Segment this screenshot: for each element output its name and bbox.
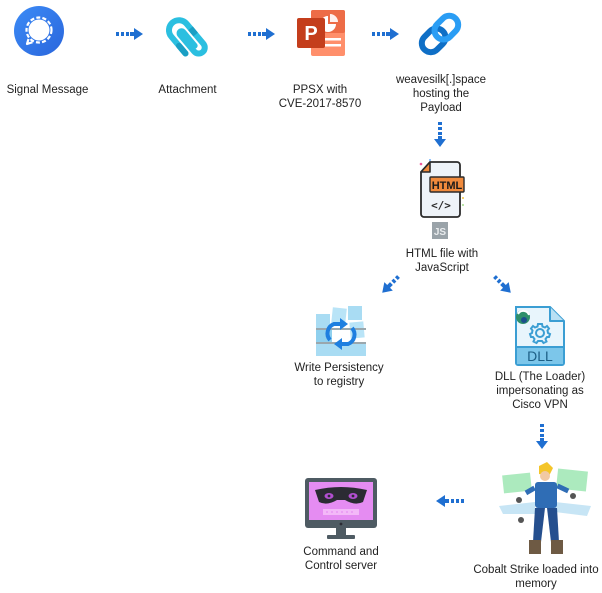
hacker-monitor-icon: [305, 478, 377, 540]
label-line: Write Persistency: [294, 362, 384, 374]
dll-badge: DLL: [527, 348, 553, 364]
node-label: weavesilk[.]space hosting the Payload: [386, 73, 496, 115]
arrow-html-to-dll: [491, 273, 515, 297]
arrow-ppsx-to-payload-host: [372, 28, 400, 40]
node-label: PPSX with CVE-2017-8570: [275, 83, 365, 111]
label-line: DLL (The Loader): [494, 371, 586, 383]
html-badge: HTML: [432, 180, 463, 192]
label-line: Cisco VPN: [512, 399, 568, 411]
label-line: Payload: [420, 102, 462, 114]
label-line: HTML file with: [405, 248, 479, 260]
label-line: to registry: [313, 376, 365, 388]
node-label: Attachment: [140, 83, 235, 97]
arrow-html-to-persistency: [378, 273, 402, 297]
code-glyph: </>: [431, 199, 451, 212]
label-line: JavaScript: [415, 262, 469, 274]
node-label: HTML file with JavaScript: [392, 247, 492, 275]
arrow-dll-to-cobalt: [536, 424, 548, 450]
label-line: memory: [515, 578, 557, 590]
signal-chat-icon: [14, 6, 64, 56]
node-label: Command and Control server: [290, 545, 392, 573]
js-badge: JS: [434, 227, 447, 238]
powerpoint-icon: P: [297, 10, 349, 58]
link-chain-icon: [414, 8, 466, 60]
registry-sync-icon: [312, 306, 370, 358]
arrow-cobalt-to-c2: [436, 495, 464, 507]
node-label: Write Persistency to registry: [286, 361, 392, 389]
label-line: Signal Message: [6, 84, 89, 96]
html-file-icon: HTML </> JS: [416, 158, 466, 240]
label-line: impersonating as: [496, 385, 584, 397]
label-line: Cobalt Strike loaded into: [473, 564, 599, 576]
node-label: Signal Message: [0, 83, 95, 97]
label-line: CVE-2017-8570: [278, 98, 362, 110]
arrow-payload-to-html: [434, 122, 446, 148]
label-line: weavesilk[.]space: [395, 74, 487, 86]
arrow-attachment-to-ppsx: [248, 28, 276, 40]
paperclip-icon: [160, 6, 220, 61]
label-line: Control server: [304, 560, 378, 572]
arrow-signal-to-attachment: [116, 28, 144, 40]
label-line: PPSX with: [292, 84, 348, 96]
label-line: hosting the: [412, 88, 470, 100]
node-label: Cobalt Strike loaded into memory: [470, 563, 602, 591]
node-label: DLL (The Loader) impersonating as Cisco …: [485, 370, 595, 412]
label-line: Attachment: [158, 84, 217, 96]
ppt-letter: P: [304, 23, 317, 45]
dll-file-icon: DLL: [512, 305, 566, 367]
label-line: Command and: [303, 546, 379, 558]
cobalt-strike-hero-icon: [495, 462, 595, 558]
